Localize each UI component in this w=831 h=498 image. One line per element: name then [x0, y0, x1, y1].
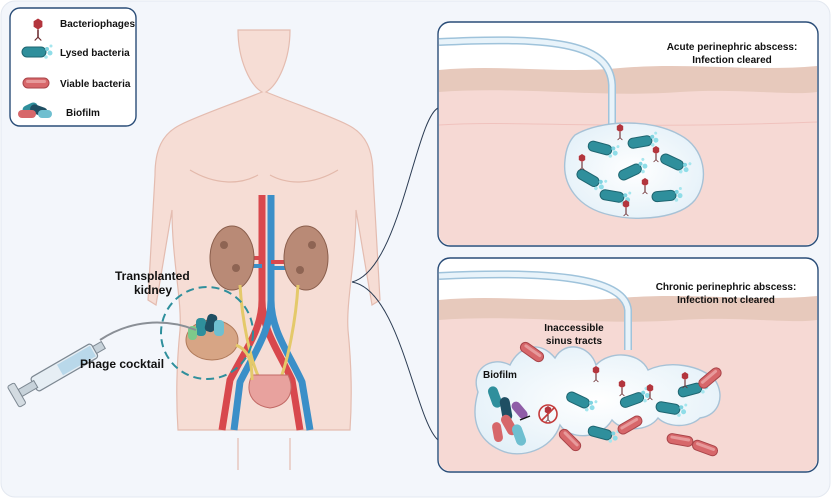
biofilm-cluster	[487, 386, 528, 446]
native-kidneys	[209, 225, 329, 381]
syringe-icon	[7, 321, 197, 408]
sinus-tracts-label-1: Inaccessible	[544, 323, 604, 334]
chronic-panel	[437, 257, 819, 473]
transplanted-kidney-label-1: Transplanted	[115, 269, 190, 283]
bladder	[248, 374, 292, 409]
blocked-phage-icon	[519, 404, 558, 424]
legend-viable-bacteria-label: Viable bacteria	[60, 79, 131, 90]
connector-acute	[351, 107, 439, 283]
transplanted-kidney	[160, 286, 254, 381]
legend: Bacteriophages Lysed bacteria Viable bac…	[9, 7, 137, 127]
legend-biofilm-label: Biofilm	[66, 108, 100, 119]
legend-bacteriophages-label: Bacteriophages	[60, 19, 135, 30]
chronic-abscess	[474, 346, 721, 455]
great-vessels	[218, 195, 314, 431]
biofilm-label: Biofilm	[483, 370, 517, 381]
chronic-title-line2: Infection not cleared	[677, 295, 775, 306]
legend-lysed-bacteria-label: Lysed bacteria	[60, 48, 130, 59]
viable-bacteria-icon	[22, 77, 50, 89]
acute-title-line2: Infection cleared	[692, 55, 771, 66]
biofilm-icon	[18, 102, 52, 118]
sinus-tracts-label-2: sinus tracts	[546, 336, 603, 347]
connector-chronic	[351, 281, 439, 441]
acute-title-line1: Acute perinephric abscess:	[667, 42, 798, 53]
phage-cocktail-label: Phage cocktail	[80, 357, 164, 371]
acute-panel	[437, 21, 819, 247]
chronic-title-line1: Chronic perinephric abscess:	[656, 282, 797, 293]
transplanted-kidney-label-2: kidney	[134, 283, 172, 297]
legend-box	[9, 7, 137, 127]
